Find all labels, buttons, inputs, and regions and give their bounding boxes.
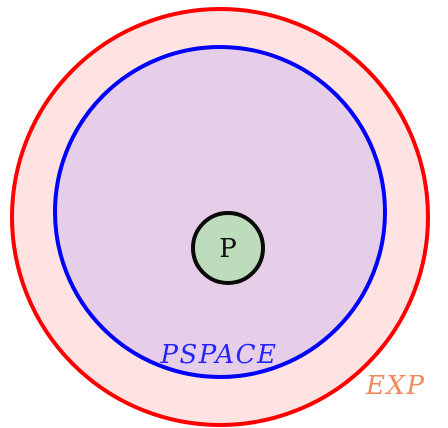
- p-label: P: [219, 234, 237, 264]
- exp-label: EXP: [365, 371, 425, 401]
- p-circle: [191, 211, 265, 285]
- pspace-label: PSPACE: [159, 340, 277, 370]
